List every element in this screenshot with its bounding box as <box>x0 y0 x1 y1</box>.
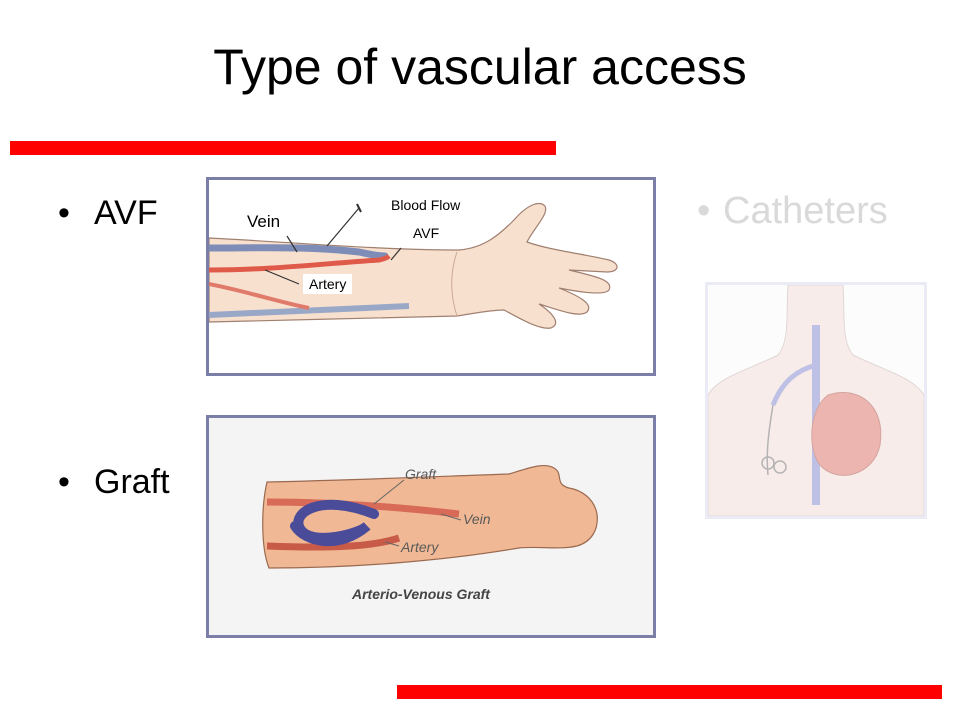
artery-vessel <box>266 534 401 551</box>
catheter-clamp <box>761 456 775 470</box>
forearm-avf-illustration <box>209 202 618 329</box>
vein-pointer <box>286 235 298 253</box>
heart-shape <box>811 391 882 476</box>
forearm-graft-illustration <box>262 464 598 569</box>
vein-vessel <box>209 244 389 260</box>
red-accent-bar-top <box>10 141 556 155</box>
avf-label-avf: AVF <box>405 224 448 242</box>
graft-loop <box>290 499 379 546</box>
bullet-marker: • <box>697 190 711 232</box>
avf-pointer <box>390 247 402 261</box>
lower-vein-vessel <box>209 303 410 318</box>
bullet-avf: • AVF <box>58 194 158 233</box>
bullet-marker: • <box>58 194 70 232</box>
avf-label-artery: Artery <box>303 274 353 294</box>
chest-catheter-illustration <box>708 285 924 516</box>
avf-diagram: Vein Blood Flow AVF Artery <box>206 177 656 376</box>
graft-label-artery: Artery <box>401 539 439 555</box>
artery-branch <box>209 282 310 310</box>
bullet-catheters: • Catheters <box>697 190 888 233</box>
avf-label-blood-flow: Blood Flow <box>383 196 469 214</box>
graft-label-vein: Vein <box>463 511 491 527</box>
red-accent-bar-bottom <box>397 685 942 699</box>
graft-pointer <box>373 479 405 505</box>
avf-label-vein: Vein <box>243 212 285 232</box>
subclavian-vein <box>770 362 817 406</box>
slide-title: Type of vascular access <box>213 39 747 95</box>
artery-pointer <box>264 269 300 285</box>
catheter-clamp <box>773 460 787 474</box>
graft-caption: Arterio-Venous Graft <box>352 586 490 602</box>
wrist-line <box>451 251 458 317</box>
flow-arrow-tip <box>356 203 362 213</box>
bullet-catheters-label: Catheters <box>723 190 888 232</box>
bullet-marker: • <box>58 463 70 501</box>
vein-pointer <box>440 513 462 521</box>
forearm-shape <box>209 202 618 329</box>
flow-pointer <box>326 207 360 247</box>
graft-diagram: Graft Vein Artery Arterio-Venous Graft <box>206 415 656 638</box>
artery-vessel <box>209 254 391 273</box>
graft-label-graft: Graft <box>405 466 437 482</box>
bullet-avf-label: AVF <box>94 194 158 232</box>
bullet-graft: • Graft <box>58 463 170 502</box>
catheter-diagram <box>705 282 927 519</box>
artery-pointer <box>384 541 400 547</box>
bullet-graft-label: Graft <box>94 463 170 501</box>
